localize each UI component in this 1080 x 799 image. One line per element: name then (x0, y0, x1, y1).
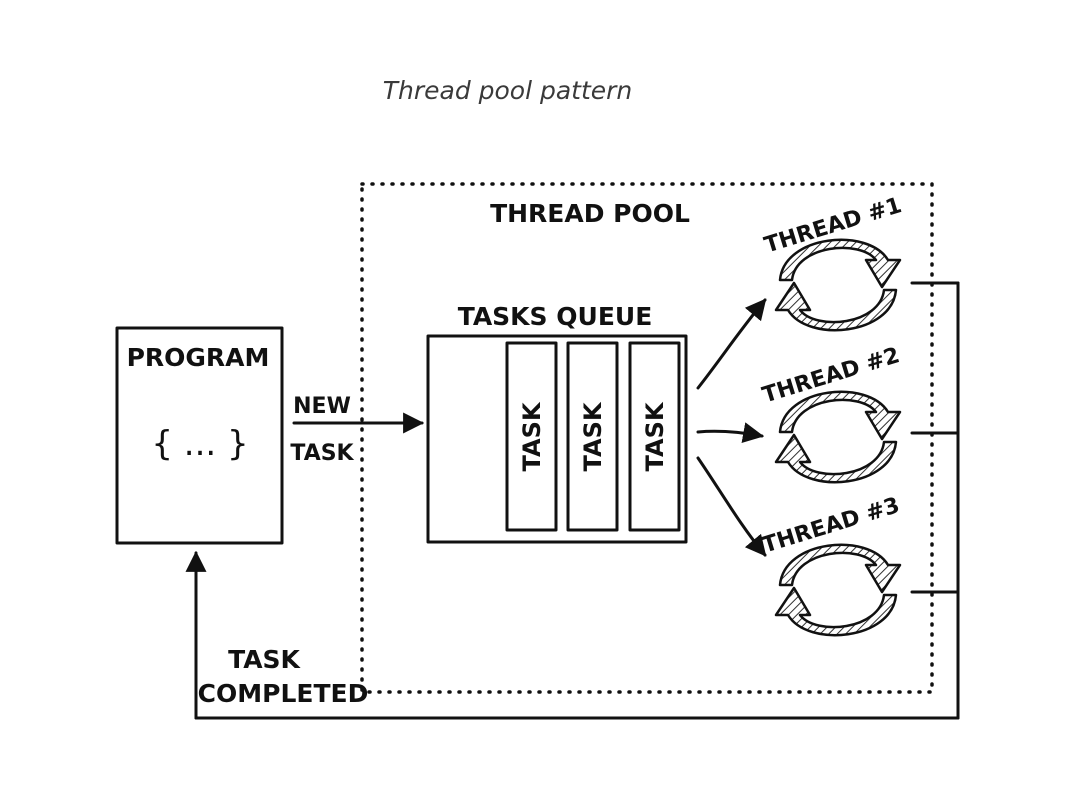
thread-3-cycle-icon (774, 543, 902, 637)
tasks-queue-label: TASKS QUEUE (458, 302, 653, 331)
program-box (115, 326, 284, 545)
dispatch-arrow-thread-2 (696, 422, 765, 443)
dispatch-arrow-thread-1 (696, 298, 767, 390)
tasks-queue-box (426, 334, 688, 544)
task-slot (505, 341, 558, 532)
program-code: { ... } (151, 424, 248, 464)
task-label: TASK (641, 401, 669, 471)
task-slot (628, 341, 681, 532)
new-task-label-line2: TASK (290, 441, 354, 466)
new-task-label-line1: NEW (293, 394, 351, 419)
task-label: TASK (579, 401, 607, 471)
thread-1-cycle-icon (774, 238, 902, 332)
thread-pool-label: THREAD POOL (490, 199, 690, 228)
thread-2-cycle-icon (774, 390, 902, 484)
thread-pool-boundary (360, 182, 934, 694)
dispatch-arrow-thread-3 (696, 456, 767, 557)
figure-caption: Thread pool pattern (382, 76, 633, 105)
task-completed-label-line1: TASK (228, 645, 301, 674)
task-completed-label-line2: COMPLETED (198, 679, 369, 708)
task-slot (566, 341, 619, 532)
task-label: TASK (518, 401, 546, 471)
program-label: PROGRAM (127, 343, 270, 372)
